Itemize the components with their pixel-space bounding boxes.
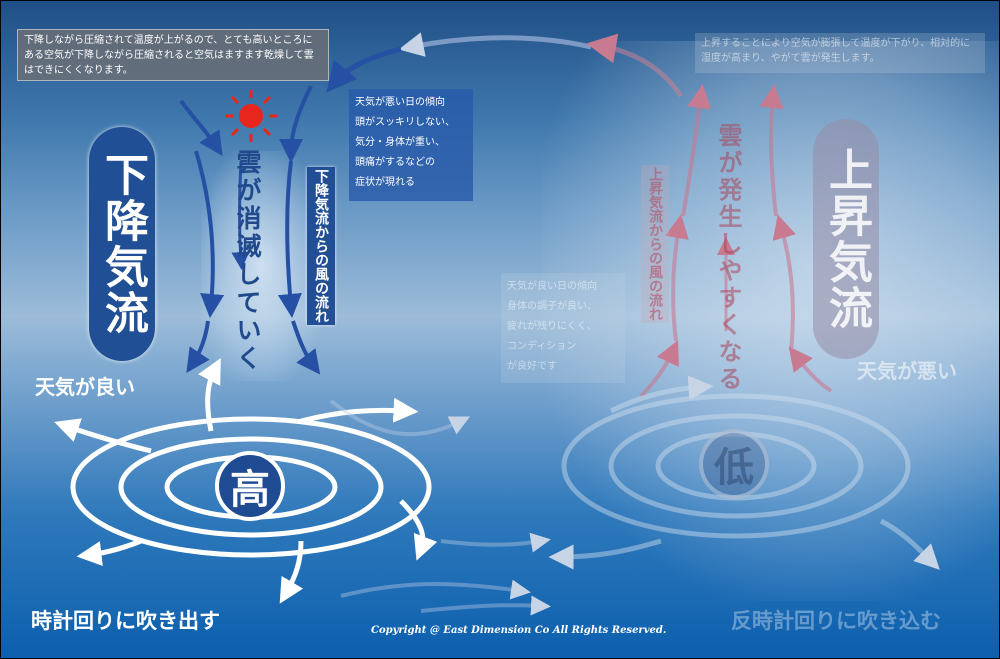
good-weather-label: 天気が良い [35, 375, 135, 399]
circulation-arrow-top-right [586, 33, 684, 98]
good-weather-line: 天気が良い日の傾向 [507, 281, 597, 292]
counterclockwise-inflow-label: 反時計回りに吹き込む [731, 608, 941, 633]
updraft-title: 上昇気流 [813, 119, 879, 359]
copyright-text: Copyright @ East Dimension Co All Rights… [371, 625, 667, 636]
updraft-wind-label: 上昇気流からの風の流れ [641, 165, 669, 323]
cloud-vanishing-label: 雲が消滅していく [233, 149, 262, 373]
good-weather-line: 疲れが残りにくく、 [507, 321, 597, 332]
good-weather-line: 身体の調子が良い、 [507, 301, 597, 312]
clockwise-outflow-label: 時計回りに吹き出す [31, 608, 220, 633]
downdraft-title: 下降気流 [89, 127, 155, 361]
circulation-arrow-top-left [326, 46, 402, 93]
ascent-explanation-note: 上昇することにより空気が膨張して温度が下がり、相対的に湿度が高まり、やがて雲が発… [695, 33, 985, 73]
cloud-forming-label: 雲が発生しやすくなる [714, 123, 743, 393]
bad-weather-line: 頭がスッキリしない、 [355, 117, 455, 128]
descent-explanation-note: 下降しながら圧縮されて温度が上がるので、とても高いところにある空気が下降しながら… [17, 29, 329, 81]
sun-icon [225, 90, 277, 142]
good-weather-line: コンディション [507, 341, 577, 352]
good-weather-line: が良好です [507, 361, 557, 372]
bad-weather-label: 天気が悪い [857, 359, 957, 383]
bad-weather-line: 天気が悪い日の傾向 [355, 97, 445, 108]
bad-weather-line: 頭痛がするなどの [355, 157, 435, 168]
updraft-arrows [639, 84, 833, 398]
surface-flow-arrows [329, 399, 551, 616]
bad-weather-line: 気分・身体が重い、 [355, 137, 445, 148]
low-pressure-badge: 低 [699, 429, 769, 499]
good-weather-tendency-note: 天気が良い日の傾向 身体の調子が良い、 疲れが残りにくく、 コンディション が良… [501, 273, 625, 383]
downdraft-wind-label: 下降気流からの風の流れ [307, 167, 335, 325]
bad-weather-line: 症状が現れる [355, 177, 415, 188]
bad-weather-tendency-note: 天気が悪い日の傾向 頭がスッキリしない、 気分・身体が重い、 頭痛がするなどの … [349, 89, 473, 201]
circulation-arrow-top [398, 32, 592, 57]
downdraft-arrows [179, 85, 321, 375]
high-pressure-badge: 高 [215, 451, 285, 521]
